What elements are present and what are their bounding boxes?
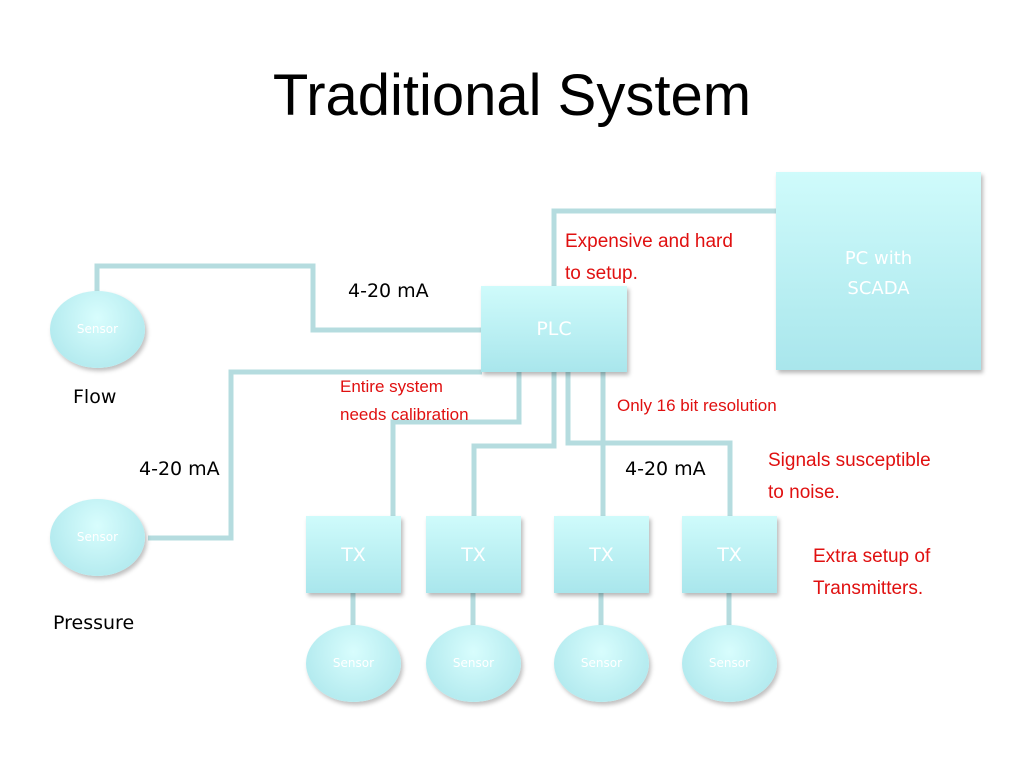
wire-pressure-sensor-plc — [148, 369, 482, 541]
note-line: to noise. — [768, 482, 840, 503]
scada-label-line2: SCADA — [847, 278, 910, 299]
flow-label: Flow — [73, 386, 117, 408]
note-line: Extra setup of — [813, 546, 931, 567]
note-line: to setup. — [565, 263, 638, 284]
tx-box-3: TX — [554, 516, 649, 593]
current-loop-label-left: 4-20 mA — [139, 458, 220, 480]
tx-label: TX — [341, 544, 366, 566]
note-line: Expensive and hard — [565, 231, 733, 252]
plc-box: PLC — [481, 286, 627, 372]
tx-label: TX — [589, 544, 614, 566]
note-resolution: Only 16 bit resolution — [617, 396, 777, 415]
current-loop-label-right: 4-20 mA — [625, 458, 706, 480]
scada-label-line1: PC with — [844, 248, 913, 269]
note-line: needs calibration — [340, 405, 469, 424]
wire-plc-tx4 — [565, 372, 733, 517]
wire-flow-sensor-plc — [94, 263, 482, 333]
sensor-tx4: Sensor — [682, 625, 777, 702]
note-transmitters: Extra setup of Transmitters. — [813, 541, 930, 605]
wire-plc-tx1 — [390, 372, 522, 517]
wire-plc-tx2 — [471, 372, 557, 517]
scada-box: PC with SCADA — [776, 172, 981, 370]
sensor-tx2: Sensor — [426, 625, 521, 702]
tx-box-2: TX — [426, 516, 521, 593]
page-title: Traditional System — [272, 63, 752, 128]
tx-box-1: TX — [306, 516, 401, 593]
plc-label: PLC — [536, 318, 572, 340]
note-line: Transmitters. — [813, 578, 924, 599]
note-line: Signals susceptible — [768, 450, 931, 471]
pressure-label: Pressure — [53, 612, 135, 634]
tx-label: TX — [461, 544, 486, 566]
wire-plc-scada — [551, 208, 777, 287]
sensor-tx1: Sensor — [306, 625, 401, 702]
tx-label: TX — [717, 544, 742, 566]
note-calibration: Entire system needs calibration — [340, 373, 469, 429]
note-expensive: Expensive and hard to setup. — [565, 226, 733, 290]
current-loop-label-top: 4-20 mA — [348, 280, 429, 302]
note-line: Entire system — [340, 377, 443, 396]
tx-box-4: TX — [682, 516, 777, 593]
sensor-pressure: Sensor — [50, 499, 145, 576]
sensor-flow: Sensor — [50, 291, 145, 368]
sensor-tx3: Sensor — [554, 625, 649, 702]
note-noise: Signals susceptible to noise. — [768, 445, 931, 509]
